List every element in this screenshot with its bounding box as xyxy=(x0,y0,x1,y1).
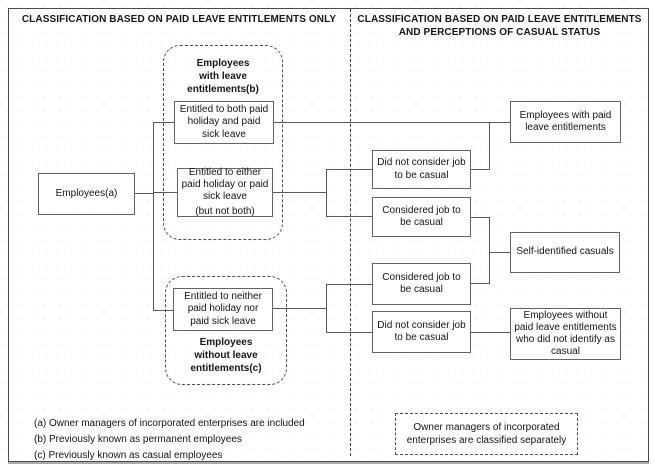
box-employees-with-paid-leave: Employees with paid leave entitlements xyxy=(510,101,621,143)
box-label: Employees without paid leave entitlement… xyxy=(514,309,617,358)
footnote-a: (a) Owner managers of incorporated enter… xyxy=(34,418,305,429)
footnote-c: (c) Previously known as casual employees xyxy=(34,450,223,461)
box-considered-bottom: Considered job to be casual xyxy=(372,263,471,305)
group-title-line: Employees xyxy=(199,337,253,348)
box-label: Entitled to both paid holiday and paid s… xyxy=(179,104,269,140)
box-label: Employees with paid leave entitlements xyxy=(519,109,612,133)
box-label: Considered job to be casual xyxy=(382,271,461,295)
note-owner-managers: Owner managers of incorporated enterpris… xyxy=(395,413,578,455)
group-title-line: with leave xyxy=(199,71,247,82)
connector-line xyxy=(273,122,510,123)
connector-line xyxy=(470,332,510,333)
box-label: Entitled to neither paid holiday nor pai… xyxy=(184,291,262,327)
box-label: Did not consider job to be casual xyxy=(377,319,466,343)
figure-frame xyxy=(8,8,649,462)
connector-line xyxy=(489,122,490,170)
connector-line xyxy=(326,284,327,333)
connector-line xyxy=(326,216,372,217)
column-divider xyxy=(350,9,351,456)
box-entitled-either: Entitled to either paid holiday or paid … xyxy=(177,166,273,218)
connector-line xyxy=(489,252,510,253)
connector-line xyxy=(470,169,489,170)
group-without-leave-entitlements: Employees without leave entitlements(c) xyxy=(165,276,287,385)
connector-line xyxy=(326,284,372,285)
connector-line xyxy=(489,217,490,284)
group-title-line: Employees xyxy=(196,58,250,69)
connector-line xyxy=(153,122,154,311)
left-column-heading: CLASSIFICATION BASED ON PAID LEAVE ENTIT… xyxy=(21,14,337,25)
right-column-heading-line1: CLASSIFICATION BASED ON PAID LEAVE ENTIT… xyxy=(357,14,642,25)
box-label: Considered job to be casual xyxy=(382,204,461,228)
box-label: Self-identified casuals xyxy=(516,246,614,258)
box-employees: Employees(a) xyxy=(38,173,135,215)
box-employees-without-paid-leave: Employees without paid leave entitlement… xyxy=(510,308,621,360)
right-column-heading-line2: AND PERCEPTIONS OF CASUAL STATUS xyxy=(398,27,601,38)
group-title-line: without leave xyxy=(194,350,258,361)
group-without-leave-title: Employees without leave entitlements(c) xyxy=(166,336,286,375)
connector-line xyxy=(272,192,326,193)
box-did-not-consider-top: Did not consider job to be casual xyxy=(372,150,471,189)
box-label: Entitled to either paid holiday or paid … xyxy=(181,166,269,202)
box-entitled-both: Entitled to both paid holiday and paid s… xyxy=(174,101,274,144)
right-column-heading: CLASSIFICATION BASED ON PAID LEAVE ENTIT… xyxy=(352,13,647,39)
footnote-b: (b) Previously known as permanent employ… xyxy=(34,434,242,445)
connector-line xyxy=(326,332,372,333)
group-title-line: entitlements(b) xyxy=(187,84,259,95)
connector-line xyxy=(272,308,326,309)
group-with-leave-title: Employees with leave entitlements(b) xyxy=(164,57,282,96)
box-label: Employees(a) xyxy=(55,187,118,199)
group-with-leave-entitlements: Employees with leave entitlements(b) xyxy=(163,45,283,240)
connector-line xyxy=(153,310,173,311)
box-entitled-neither: Entitled to neither paid holiday nor pai… xyxy=(173,288,273,331)
group-title-line: entitlements(c) xyxy=(190,363,262,374)
box-considered-top: Considered job to be casual xyxy=(372,197,471,237)
box-label: Did not consider job to be casual xyxy=(377,157,466,181)
connector-line xyxy=(326,169,327,217)
note-label: Owner managers of incorporated enterpris… xyxy=(406,422,567,446)
footnotes: (a) Owner managers of incorporated enter… xyxy=(34,416,305,464)
connector-line xyxy=(153,192,177,193)
box-self-identified-casuals: Self-identified casuals xyxy=(510,232,620,273)
box-did-not-consider-bottom: Did not consider job to be casual xyxy=(372,311,471,353)
connector-line xyxy=(470,283,489,284)
connector-line xyxy=(326,169,372,170)
connector-line xyxy=(470,217,489,218)
connector-line xyxy=(134,193,154,194)
box-label-note: (but not both) xyxy=(195,206,255,218)
